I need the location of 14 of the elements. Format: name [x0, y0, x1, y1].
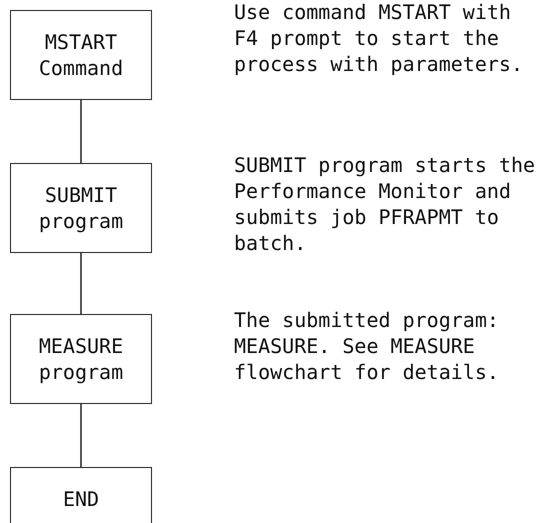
process-box: [10, 163, 152, 253]
connector-line: [80, 404, 82, 467]
description-text: Use command MSTART with F4 prompt to start the process with parameters.: [234, 0, 524, 77]
connector-line: [80, 253, 82, 314]
description-text: The submitted program: MEASURE. See MEASURE flowchart for details.: [234, 307, 500, 385]
connector-line: [80, 100, 82, 163]
process-box: [10, 314, 152, 404]
box-label: MEASURE program: [38, 333, 124, 385]
process-box: [10, 467, 152, 523]
box-label: MSTART Command: [38, 29, 124, 81]
process-box: [10, 10, 152, 100]
description-text: SUBMIT program starts the Performance Monitor and submits job PFRAPMT to batch.: [234, 152, 536, 256]
box-label: END: [62, 486, 100, 512]
box-label: SUBMIT program: [38, 182, 124, 234]
